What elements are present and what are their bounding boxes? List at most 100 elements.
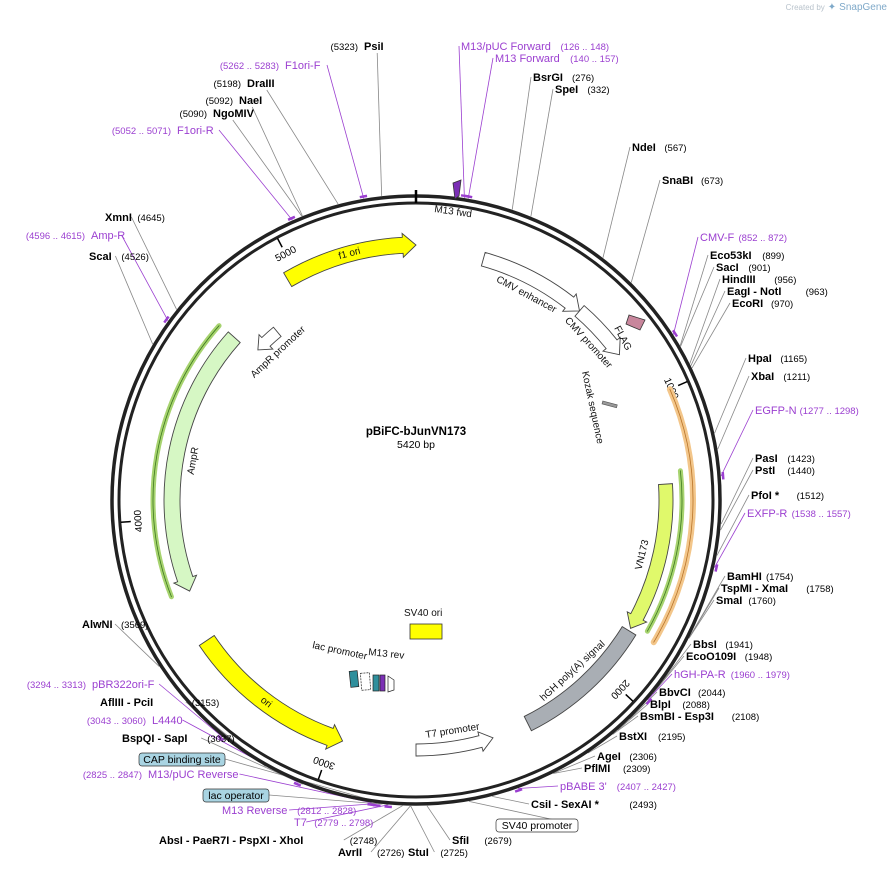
vn173-arrow[interactable]	[626, 483, 674, 629]
leader-line	[612, 715, 639, 735]
leader-line	[679, 254, 709, 346]
primer-amp-r[interactable]: (4596 .. 4615)Amp-R	[26, 230, 125, 242]
enzyme-site-ndei[interactable]: NdeI(567)	[632, 142, 687, 154]
hgh-polya-arrow[interactable]	[523, 626, 637, 732]
enzyme-site-saci[interactable]: SacI(901)	[716, 262, 771, 274]
enzyme-site-ngomiv[interactable]: NgoMIV(5090)	[180, 108, 255, 120]
lac-region-features[interactable]: lac promoter M13 rev	[311, 640, 405, 693]
enzyme-site-agei[interactable]: AgeI(2306)	[597, 751, 657, 763]
leader-line	[720, 457, 754, 525]
enzyme-site-naei[interactable]: NaeI(5092)	[206, 95, 263, 107]
enzyme-name: BsrGI	[533, 72, 563, 84]
enzyme-site-eco53ki[interactable]: Eco53kI(899)	[710, 250, 784, 262]
primer-t7[interactable]: (2779 .. 2798)T7	[294, 817, 373, 829]
leader-line	[218, 129, 293, 221]
enzyme-site-ecori[interactable]: EcoRI (970)	[732, 298, 793, 310]
leader-line	[370, 805, 411, 853]
enzyme-name: PasI	[755, 453, 778, 465]
primer-exfp-r[interactable]: (1538 .. 1557)EXFP-R	[747, 508, 851, 520]
primer-hgh-pa-r[interactable]: (1960 .. 1979)hGH-PA-R	[674, 669, 790, 681]
enzyme-site-pasi[interactable]: PasI(1423)	[755, 453, 815, 465]
enzyme-site-psii[interactable]: PsiI(5323)	[331, 41, 384, 53]
enzyme-site-xbai[interactable]: XbaI(1211)	[751, 371, 810, 383]
enzyme-position: (2108)	[732, 712, 759, 723]
leader-line	[714, 357, 747, 434]
enzyme-position: (970)	[771, 299, 793, 310]
primer-name: T7	[294, 817, 307, 829]
enzyme-site-eagi-noti[interactable]: EagI - NotI(963)	[727, 286, 828, 298]
enzyme-name: PfoI *	[751, 490, 780, 502]
enzyme-name: AflIII - PciI	[100, 697, 153, 709]
enzyme-site-snabi[interactable]: SnaBI(673)	[662, 175, 723, 187]
enzyme-name: BstXI	[619, 731, 647, 743]
primer-position: (1538 .. 1557)	[792, 509, 851, 520]
kozak-feature[interactable]: Kozak sequence	[579, 370, 618, 445]
primer-m13-puc-forward[interactable]: (126 .. 148)M13/pUC Forward	[461, 41, 609, 53]
enzyme-site-tspmi-xmai[interactable]: TspMI - XmaI(1758)	[721, 583, 834, 595]
enzyme-site-blpi[interactable]: BlpI(2088)	[650, 699, 710, 711]
f1-ori-arrow[interactable]	[283, 232, 417, 288]
enzyme-site-bsrgi[interactable]: BsrGI(276)	[533, 72, 594, 84]
vn173-bracket-edge	[646, 470, 683, 632]
primer-pbabe-3[interactable]: (2407 .. 2427)pBABE 3'	[560, 781, 676, 793]
t7-mark	[387, 675, 395, 693]
lac-operator-callout[interactable]: lac operator	[202, 788, 270, 803]
primer-f1ori-f[interactable]: F1ori-F(5262 .. 5283)	[220, 60, 321, 72]
leader-line	[553, 755, 596, 774]
enzyme-position: (1948)	[745, 652, 772, 663]
enzyme-name: SacI	[716, 262, 739, 274]
enzyme-site-scai[interactable]: ScaI(4526)	[89, 251, 149, 263]
leader-line	[410, 805, 435, 853]
cmv-enhancer-arrow[interactable]	[480, 251, 581, 312]
enzyme-site-alwni[interactable]: AlwNI(3569)	[82, 619, 148, 631]
primer-m13-reverse[interactable]: (2812 .. 2828)M13 Reverse	[222, 805, 356, 817]
enzyme-site-xmni[interactable]: XmnI(4645)	[105, 212, 165, 224]
enzyme-site-afliii-pcii[interactable]: AflIII - PciI(3153)	[100, 697, 219, 709]
enzyme-site-stui[interactable]: StuI(2725)	[408, 847, 468, 859]
enzyme-site-spei[interactable]: SpeI(332)	[555, 84, 610, 96]
enzyme-site-pflmi[interactable]: PflMI(2309)	[584, 763, 650, 775]
primer-m13-puc-reverse[interactable]: (2825 .. 2847)M13/pUC Reverse	[83, 769, 239, 781]
enzyme-site-bspqi-sapi[interactable]: BspQI - SapI(3037)	[122, 733, 235, 745]
ampr-arrow[interactable]	[163, 331, 241, 592]
enzyme-site-smai[interactable]: SmaI(1760)	[716, 595, 776, 607]
enzyme-site-draiii[interactable]: DraIII(5198)	[214, 78, 275, 90]
enzyme-site-bbvci[interactable]: BbvCI(2044)	[659, 687, 725, 699]
enzyme-site-bbsi[interactable]: BbsI(1941)	[693, 639, 753, 651]
leader-line	[376, 52, 383, 196]
m13-fwd-feature[interactable]: M13 fwd	[434, 179, 473, 220]
leader-line	[268, 794, 383, 805]
enzyme-position: (2679)	[484, 836, 511, 847]
primer-f1ori-r[interactable]: F1ori-R(5052 .. 5071)	[112, 125, 214, 137]
enzyme-site-absi-paer7i-pspxi-xhoi[interactable]: AbsI - PaeR7I - PspXI - XhoI(2748)	[159, 835, 377, 847]
leader-line	[158, 683, 223, 737]
ampr-label: AmpR	[186, 446, 202, 475]
enzyme-position: (2493)	[629, 800, 656, 811]
enzyme-site-sfii[interactable]: SfiI(2679)	[452, 835, 512, 847]
primer-egfp-n[interactable]: (1277 .. 1298)EGFP-N	[755, 405, 859, 417]
t7-promoter-arrow[interactable]	[415, 731, 494, 757]
primer-pbr322ori-f[interactable]: (3294 .. 3313)pBR322ori-F	[27, 679, 155, 691]
enzyme-site-pfoi[interactable]: PfoI *(1512)	[751, 490, 824, 502]
enzyme-name: EcoRI	[732, 298, 763, 310]
cmv-promoter-arrow[interactable]	[574, 304, 621, 356]
cap-binding-site-callout[interactable]: CAP binding site	[138, 752, 226, 767]
enzyme-site-bamhi[interactable]: BamHI(1754)	[727, 571, 793, 583]
enzyme-site-hindiii[interactable]: HindIII(956)	[722, 274, 796, 286]
enzyme-position: (3037)	[207, 734, 234, 745]
enzyme-site-hpai[interactable]: HpaI(1165)	[748, 353, 807, 365]
enzyme-position: (4645)	[137, 213, 164, 224]
sv40-promoter-callout[interactable]: SV40 promoter	[495, 818, 579, 833]
sv40-ori-feature[interactable]: SV40 ori	[404, 608, 443, 640]
ampr-promoter-arrow[interactable]	[257, 326, 282, 351]
primer-cmv-f[interactable]: (852 .. 872)CMV-F	[700, 232, 787, 244]
enzyme-site-avrii[interactable]: AvrII(2726)	[338, 847, 404, 859]
enzyme-site-bstxi[interactable]: BstXI(2195)	[619, 731, 685, 743]
enzyme-site-csii-sexai[interactable]: CsiI - SexAI *(2493)	[531, 799, 657, 811]
ori-arrow[interactable]	[198, 634, 344, 751]
primer-l4440[interactable]: (3043 .. 3060)L4440	[87, 715, 183, 727]
primer-m13-forward[interactable]: (140 .. 157)M13 Forward	[495, 53, 619, 65]
enzyme-site-bsmbi-esp3i[interactable]: BsmBI - Esp3I(2108)	[640, 711, 759, 723]
enzyme-site-psti[interactable]: PstI(1440)	[755, 465, 815, 477]
enzyme-site-ecoo109i[interactable]: EcoO109I(1948)	[686, 651, 772, 663]
